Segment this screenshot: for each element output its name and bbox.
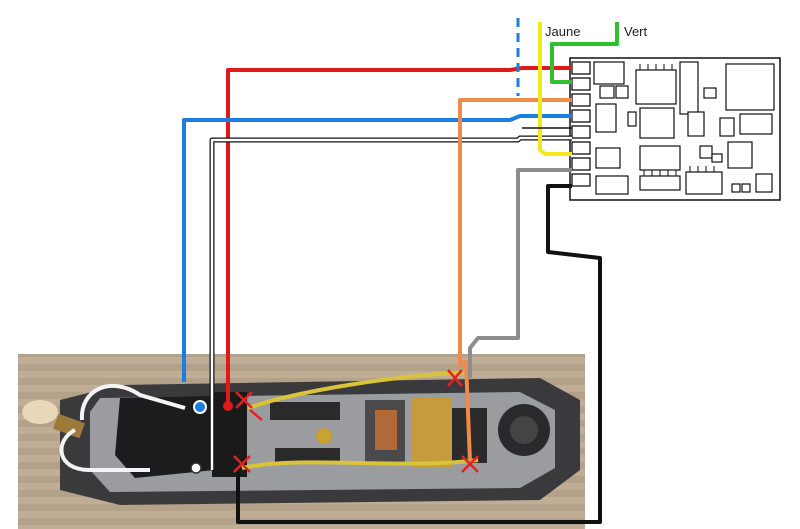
decoder-pads bbox=[571, 61, 591, 187]
label-vert: Vert bbox=[624, 24, 648, 39]
wire-orange bbox=[458, 98, 572, 368]
cut-mark bbox=[447, 369, 463, 387]
cut-mark bbox=[235, 391, 263, 421]
chassis-yellow-wire-top bbox=[247, 370, 471, 410]
locomotive-chassis-photo bbox=[18, 354, 585, 529]
lamp bbox=[22, 400, 85, 439]
front-block bbox=[115, 396, 215, 478]
wire-grey bbox=[468, 168, 572, 378]
cut-mark bbox=[233, 455, 251, 473]
screw bbox=[316, 428, 332, 444]
wires bbox=[182, 18, 619, 524]
decoder-board bbox=[569, 57, 781, 201]
wire-yellow bbox=[538, 22, 572, 156]
contact-points bbox=[190, 400, 233, 474]
cut-marks bbox=[233, 369, 479, 473]
wire-green bbox=[550, 22, 619, 84]
chassis-yellow-wire-bottom bbox=[241, 458, 479, 470]
cut-mark bbox=[461, 455, 479, 473]
wire-blue bbox=[182, 114, 572, 382]
wire-black bbox=[236, 184, 602, 524]
label-jaune: Jaune bbox=[545, 24, 580, 39]
